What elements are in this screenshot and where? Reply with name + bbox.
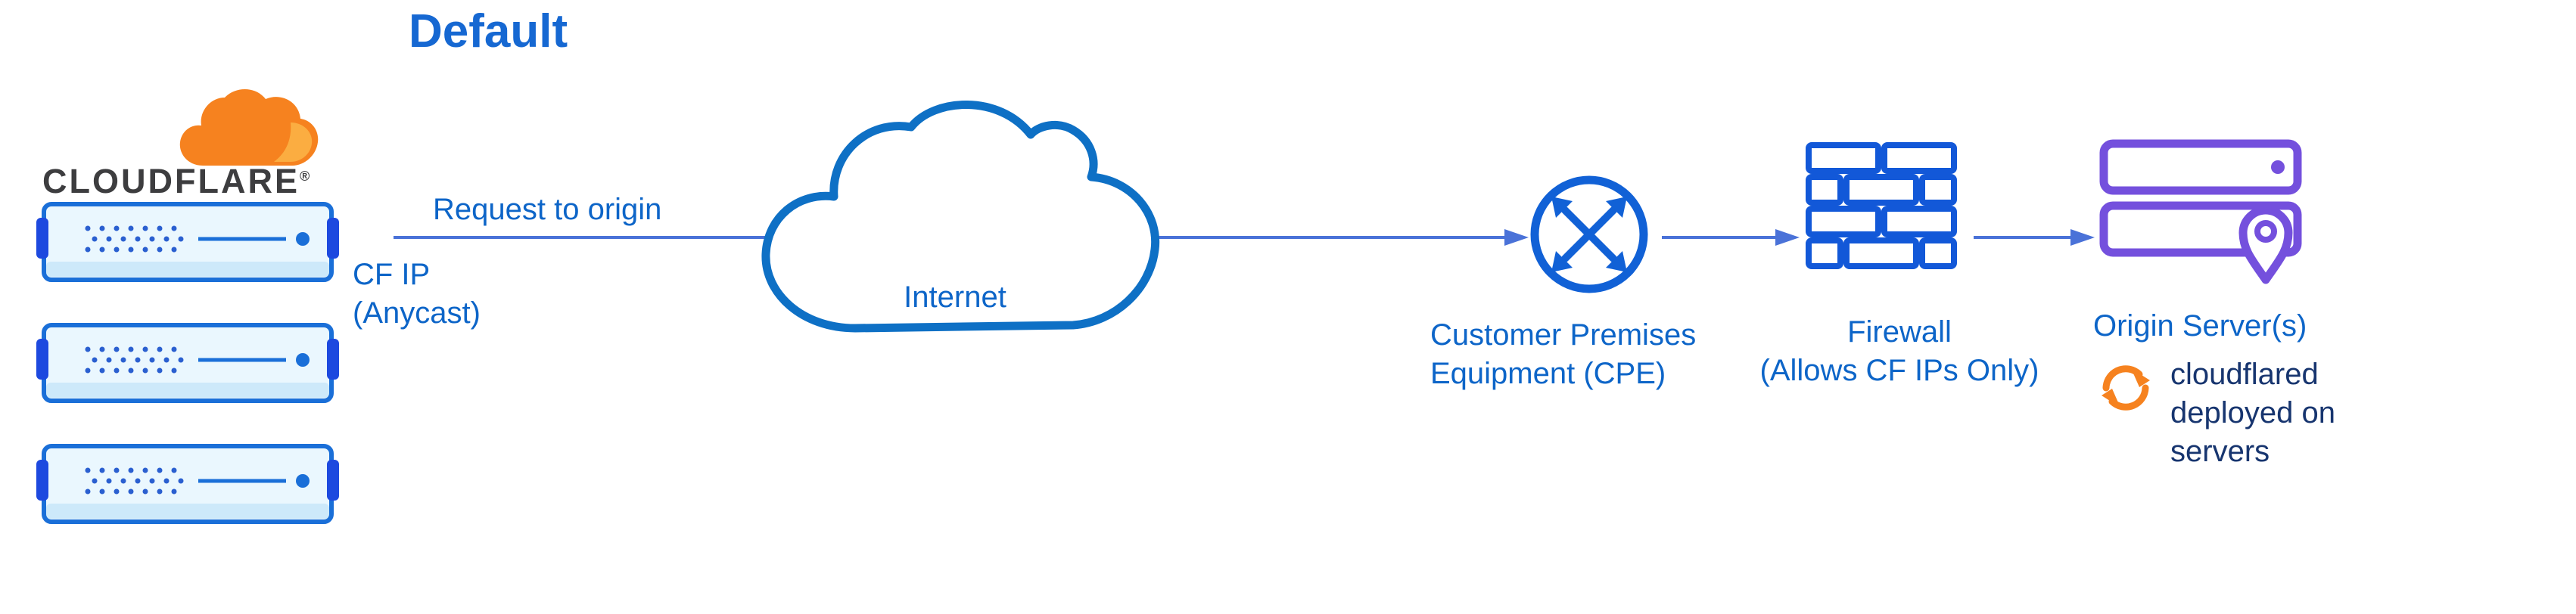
cloudflare-edge-server-icon [36, 323, 339, 403]
firewall-label-line2: (Allows CF IPs Only) [1759, 354, 2039, 388]
cf-ip-line1: CF IP [353, 258, 431, 291]
cpe-label: Customer Premises Equipment (CPE) [1430, 316, 1696, 393]
cloudflared-note: cloudflared deployed on servers [2170, 355, 2335, 472]
firewall-label: Firewall (Allows CF IPs Only) [1741, 313, 2058, 390]
firewall-icon [1806, 142, 1957, 269]
cloudflare-wordmark-text: CLOUDFLARE [42, 162, 300, 200]
internet-label: Internet [904, 281, 1006, 314]
cloudflare-wordmark: CLOUDFLARE® [42, 162, 310, 201]
cpe-to-firewall-arrow [1662, 229, 1800, 246]
cloudflare-edge-server-icon [36, 444, 339, 524]
cpe-label-line1: Customer Premises [1430, 318, 1697, 352]
firewall-to-origin-arrow [1974, 229, 2095, 246]
cpe-router-icon [1530, 175, 1648, 293]
cloudflare-logo-cloud-icon [179, 89, 319, 166]
origin-servers-icon [2099, 139, 2302, 284]
cf-ip-anycast-label: CF IP (Anycast) [353, 256, 481, 333]
internet-cloud-icon [761, 101, 1160, 333]
cloudflared-sync-icon [2102, 365, 2150, 411]
origin-servers-label: Origin Server(s) [2093, 309, 2307, 343]
location-pin-icon [2238, 206, 2293, 284]
cloudflared-note-line2: deployed on [2170, 396, 2335, 430]
request-to-origin-label: Request to origin [433, 193, 662, 226]
cf-ip-line2: (Anycast) [353, 296, 481, 330]
cloudflare-edge-server-icon [36, 202, 339, 282]
cpe-label-line2: Equipment (CPE) [1430, 357, 1666, 391]
cloudflared-note-line1: cloudflared [2170, 358, 2319, 391]
cloudflared-note-line3: servers [2170, 435, 2270, 469]
diagram-title: Default [409, 5, 568, 57]
firewall-label-line1: Firewall [1847, 315, 1952, 349]
registered-mark: ® [299, 169, 310, 184]
